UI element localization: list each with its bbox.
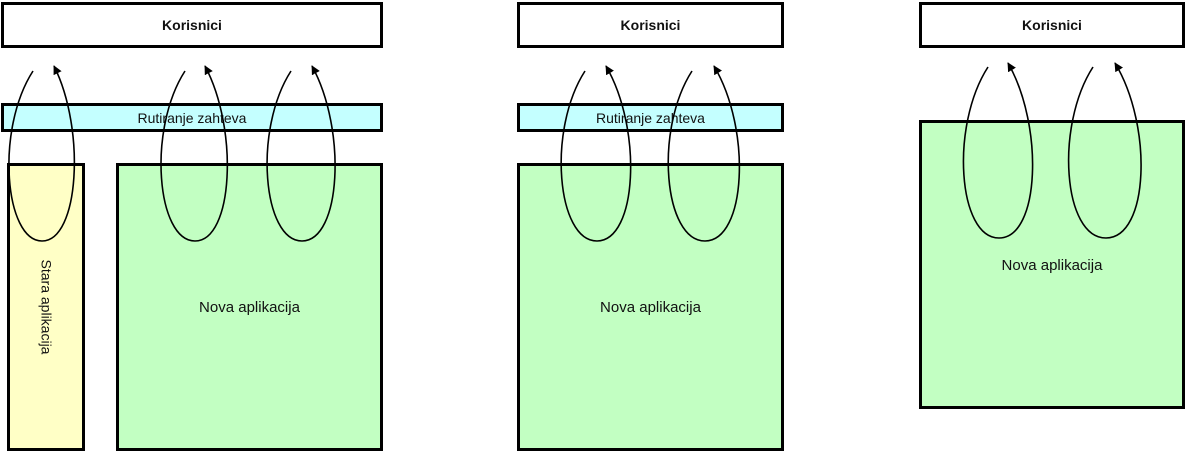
- stage1-old-app-label: Stara aplikacija: [38, 259, 54, 355]
- stage3-new-app-box: Nova aplikacija: [919, 120, 1185, 409]
- stage2-users-box: Korisnici: [517, 2, 784, 48]
- stage1-old-app-box: Stara aplikacija: [7, 163, 85, 451]
- stage1-new-app-box: Nova aplikacija: [116, 163, 383, 451]
- stage1-request-routing-box: Rutiranje zahteva: [1, 103, 383, 132]
- stage3-users-box: Korisnici: [919, 2, 1185, 48]
- stage1-users-box: Korisnici: [1, 2, 383, 48]
- stage2-request-routing-box: Rutiranje zahteva: [517, 103, 784, 132]
- stage2-new-app-box: Nova aplikacija: [517, 163, 784, 451]
